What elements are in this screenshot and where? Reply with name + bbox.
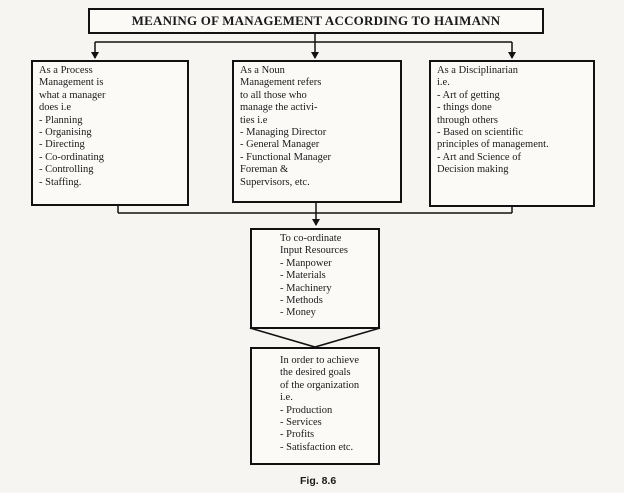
process-line: - Co-ordinating xyxy=(39,151,105,163)
title-box: MEANING OF MANAGEMENT ACCORDING TO HAIMA… xyxy=(88,8,544,34)
process-line: - Planning xyxy=(39,114,83,126)
discipline-line: - Art of getting xyxy=(437,89,500,101)
process-line: - Controlling xyxy=(39,164,94,176)
coordinate-line: - Manpower xyxy=(280,257,332,269)
noun-line: As a Noun xyxy=(240,65,285,76)
goals-line: of the organization xyxy=(280,379,360,391)
goals-line: i.e. xyxy=(280,392,293,404)
discipline-line: through others xyxy=(437,114,498,126)
process-line: - Directing xyxy=(39,139,85,151)
noun-box: As a Noun Management refers to all those… xyxy=(232,60,402,203)
noun-line: Management refers xyxy=(240,77,322,89)
goals-line: the desired goals xyxy=(280,367,351,379)
process-line: Management is xyxy=(39,77,104,89)
noun-line: Supervisors, etc. xyxy=(240,176,310,188)
goals-line: - Satisfaction etc. xyxy=(280,441,354,453)
process-line: does i.e xyxy=(39,102,72,114)
coordinate-line: - Methods xyxy=(280,295,323,307)
discipline-line: - Based on scientific xyxy=(437,127,524,139)
process-line: - Organising xyxy=(39,127,92,139)
discipline-line: As a Disciplinarian xyxy=(437,65,519,76)
discipline-line: i.e. xyxy=(437,77,450,89)
noun-line: - General Manager xyxy=(240,139,320,151)
noun-line: manage the activi- xyxy=(240,102,318,114)
goals-box: In order to achieve the desired goals of… xyxy=(250,347,380,465)
goals-line: - Services xyxy=(280,417,322,429)
discipline-line: - things done xyxy=(437,102,492,114)
noun-line: to all those who xyxy=(240,89,307,101)
coordinate-line: To co-ordinate xyxy=(280,233,342,244)
noun-line: - Managing Director xyxy=(240,127,327,139)
goals-line: In order to achieve xyxy=(280,355,360,366)
discipline-line: - Art and Science of xyxy=(437,151,521,163)
coordinate-line: - Materials xyxy=(280,270,326,282)
process-line: As a Process xyxy=(39,65,93,76)
noun-line: Foreman & xyxy=(240,164,289,176)
figure-caption: Fig. 8.6 xyxy=(300,475,337,487)
discipline-line: principles of management. xyxy=(437,139,549,151)
coordinate-box: To co-ordinate Input Resources - Manpowe… xyxy=(250,228,380,329)
process-line: what a manager xyxy=(39,89,106,101)
goals-line: - Production xyxy=(280,404,333,416)
coordinate-line: Input Resources xyxy=(280,245,348,257)
funnel-shape xyxy=(249,327,381,348)
goals-line: - Profits xyxy=(280,429,315,441)
coordinate-line: - Money xyxy=(280,307,316,319)
process-line: - Staffing. xyxy=(39,176,82,188)
title-text: MEANING OF MANAGEMENT ACCORDING TO HAIMA… xyxy=(131,12,501,28)
coordinate-line: - Machinery xyxy=(280,282,332,294)
process-box: As a Process Management is what a manage… xyxy=(31,60,189,206)
discipline-line: Decision making xyxy=(437,164,509,176)
discipline-box: As a Disciplinarian i.e. - Art of gettin… xyxy=(429,60,595,207)
noun-line: - Functional Manager xyxy=(240,151,331,163)
noun-line: ties i.e xyxy=(240,114,268,126)
